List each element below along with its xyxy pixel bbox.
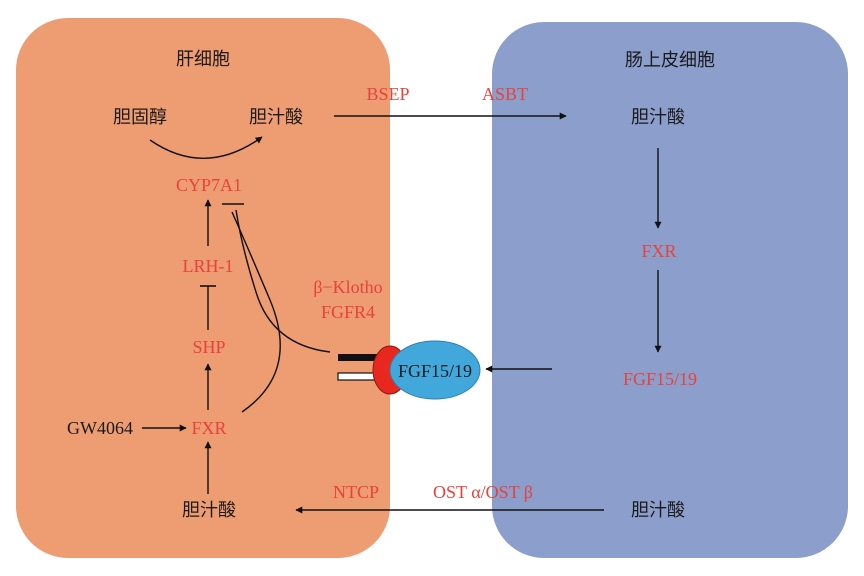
asbt-label: ASBT <box>482 84 528 104</box>
liver-cell <box>16 18 390 558</box>
bile-acid-liver-top-label: 胆汁酸 <box>249 107 303 127</box>
bile-acid-intestine-top-label: 胆汁酸 <box>631 107 685 127</box>
fgf-receptor-label: FGF15/19 <box>398 361 472 381</box>
bsep-label: BSEP <box>366 84 409 104</box>
shp-label: SHP <box>192 337 225 357</box>
intestine-cell-title: 肠上皮细胞 <box>625 50 715 70</box>
cholesterol-label: 胆固醇 <box>113 107 167 127</box>
cholesterol-to-bile-acid-arrow <box>149 136 263 159</box>
fxr-intestine-label: FXR <box>641 241 676 261</box>
klotho-label: β−Klotho <box>313 277 382 297</box>
bile-acid-intestine-bottom-label: 胆汁酸 <box>631 500 685 520</box>
fxr-liver-label: FXR <box>191 418 226 438</box>
fgf-receptor-ellipse <box>389 340 481 400</box>
intestine-cell <box>492 22 848 558</box>
ost-label: OST α/OST β <box>433 482 533 502</box>
gw4064-label: GW4064 <box>67 418 133 438</box>
ntcp-label: NTCP <box>333 482 379 502</box>
receptor-bar-black <box>338 354 386 361</box>
cyp7a1-label: CYP7A1 <box>176 175 242 195</box>
receptor-inhibits-cyp7a1-curve <box>235 209 331 353</box>
fgfr4-label: FGFR4 <box>321 302 375 322</box>
fxr-inhibits-cyp7a1-curve <box>231 211 281 413</box>
lrh1-label: LRH-1 <box>183 256 234 276</box>
bile-acid-liver-bottom-label: 胆汁酸 <box>182 500 236 520</box>
fgf-intestine-label: FGF15/19 <box>623 369 697 389</box>
liver-cell-title: 肝细胞 <box>176 49 230 69</box>
